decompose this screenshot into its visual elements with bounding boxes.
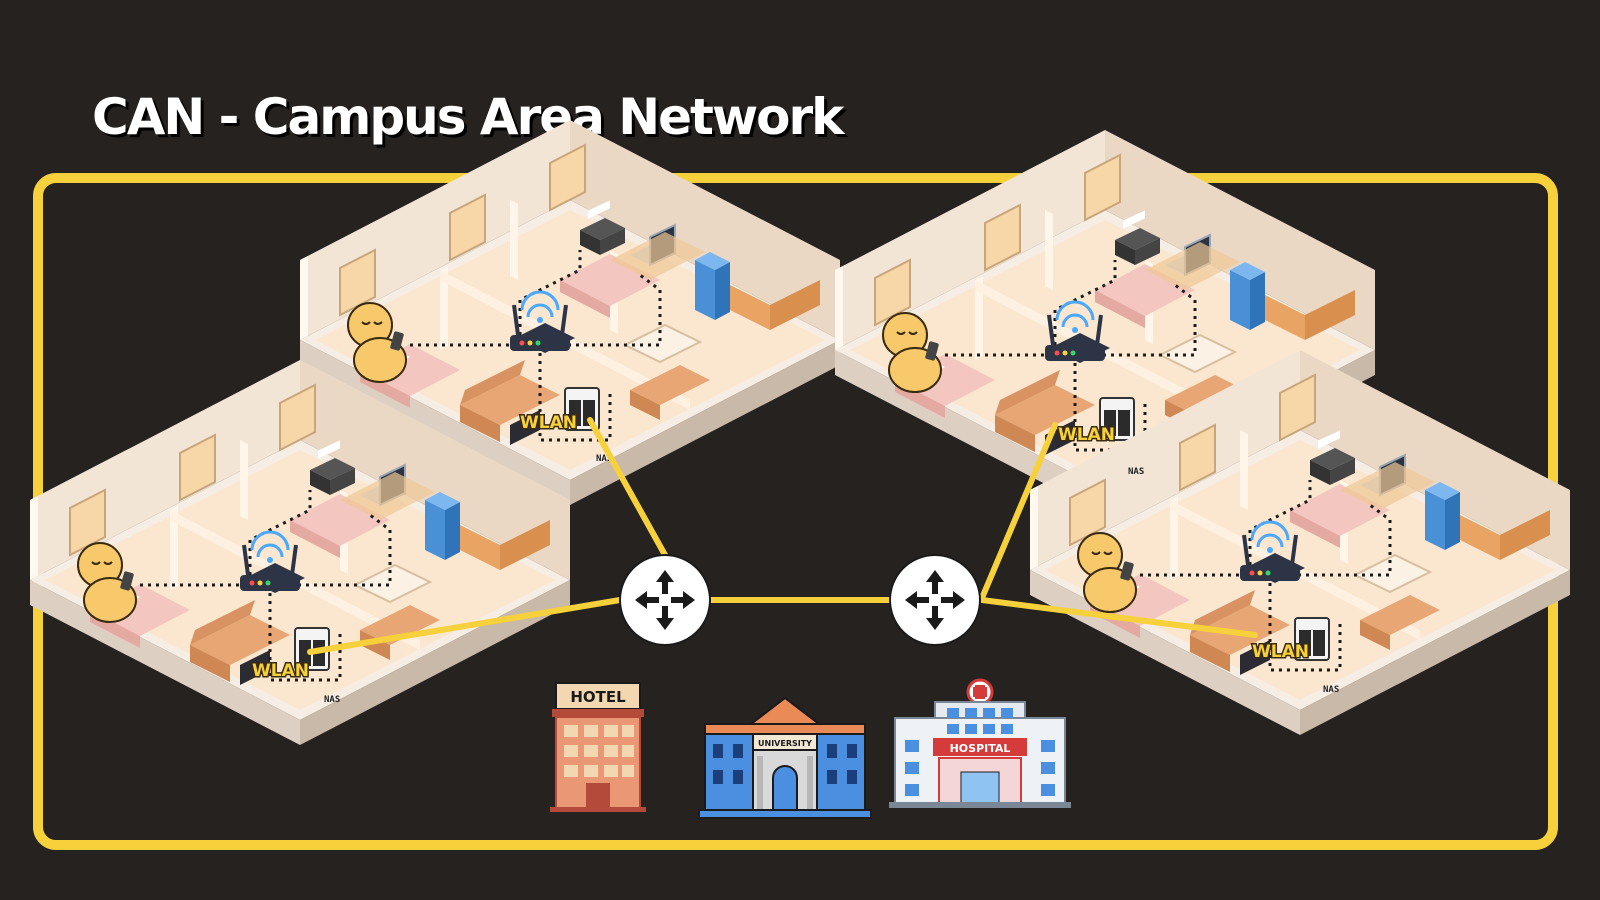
link-top-right-to-router-right	[979, 422, 1058, 601]
university-icon: UNIVERSITY	[698, 696, 872, 819]
nas-label-bottom-right: NAS	[1323, 685, 1339, 695]
router-right	[889, 554, 981, 646]
nas-label-top-right: NAS	[1128, 467, 1144, 477]
page-title: CAN - Campus Area Network	[92, 88, 844, 146]
wlan-label-top-right: WLAN	[1058, 425, 1115, 445]
hospital-sign-text: HOSPITAL	[950, 742, 1011, 755]
link-bottom-right-to-router-right	[979, 597, 1258, 638]
wlan-label-bottom-left: WLAN	[252, 661, 309, 681]
router-left	[619, 554, 711, 646]
nas-label-top-left: NAS	[596, 454, 612, 464]
link-top-left-to-router-left	[587, 417, 668, 558]
university-sign-text: UNIVERSITY	[758, 739, 812, 748]
nas-label-bottom-left: NAS	[324, 695, 340, 705]
hospital-icon: HOSPITAL	[889, 678, 1071, 808]
network-links	[307, 417, 1258, 655]
hotel-icon: HOTEL	[550, 682, 646, 812]
hotel-sign-text: HOTEL	[570, 688, 626, 706]
wlan-label-bottom-right: WLAN	[1252, 642, 1309, 662]
link-bottom-left-to-router-left	[307, 597, 623, 655]
wlan-label-top-left: WLAN	[520, 413, 577, 433]
